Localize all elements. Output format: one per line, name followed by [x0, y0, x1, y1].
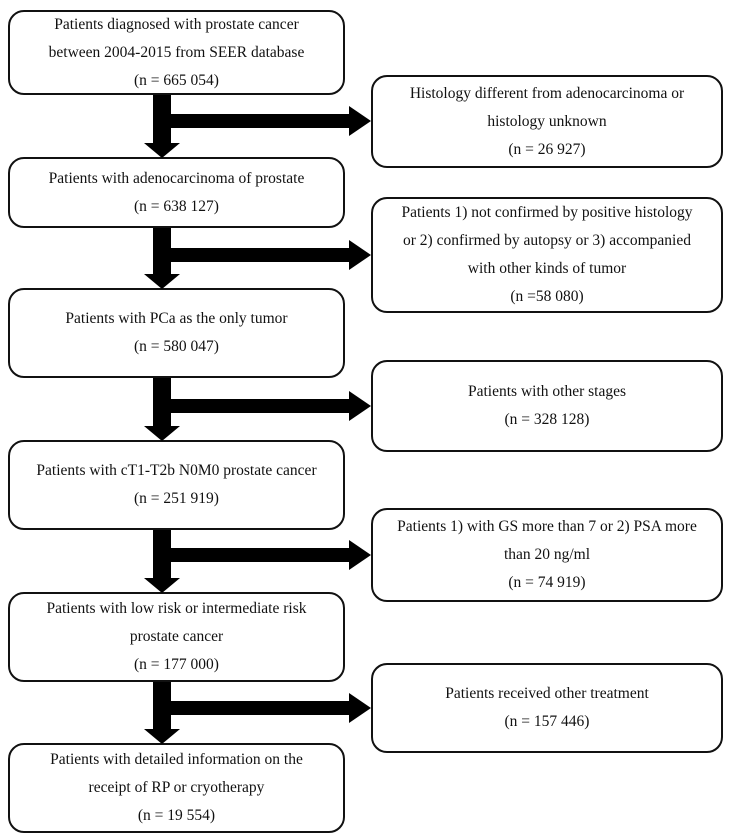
branch-arrow-shaft — [153, 248, 349, 262]
box-n-count: (n = 74 919) — [508, 574, 586, 591]
box-text-line: Patients diagnosed with prostate cancer — [54, 15, 299, 33]
box-text-line: histology unknown — [487, 112, 607, 130]
right-arrow-icon — [349, 240, 371, 270]
down-arrow-icon — [144, 426, 180, 441]
down-arrow-icon — [144, 729, 180, 744]
box-text-line: Patients with detailed information on th… — [50, 751, 303, 768]
box-text-line: prostate cancer — [129, 628, 224, 645]
box-text-line: Patients received other treatment — [445, 685, 649, 702]
right-arrow-icon — [349, 106, 371, 136]
box-n-count: (n = 638 127) — [134, 197, 219, 215]
box-n-count: (n = 19 554) — [137, 807, 216, 824]
flow-box-only-tumor: Patients with PCa as the only tumor (n =… — [8, 288, 345, 378]
flow-box-low-intermediate-risk: Patients with low risk or intermediate r… — [8, 592, 345, 682]
box-text-line: Patients 1) with GS more than 7 or 2) PS… — [397, 518, 697, 535]
right-arrow-icon — [349, 391, 371, 421]
branch-arrow-shaft — [153, 399, 349, 413]
box-n-count: (n =58 080) — [510, 288, 584, 305]
exclusion-box-not-confirmed: Patients 1) not confirmed by positive hi… — [371, 197, 723, 313]
exclusion-box-histology: Histology different from adenocarcinoma … — [371, 75, 723, 168]
exclusion-box-other-treatment: Patients received other treatment (n = 1… — [371, 663, 723, 753]
down-arrow-icon — [144, 578, 180, 593]
branch-arrow-shaft — [153, 114, 349, 128]
right-arrow-icon — [349, 540, 371, 570]
flow-box-adenocarcinoma: Patients with adenocarcinoma of prostate… — [8, 157, 345, 228]
flow-box-ct1-t2b-n0m0: Patients with cT1-T2b N0M0 prostate canc… — [8, 440, 345, 530]
branch-arrow-shaft — [153, 701, 349, 715]
box-n-count: (n = 26 927) — [508, 140, 586, 158]
exclusion-box-other-stages: Patients with other stages (n = 328 128) — [371, 360, 723, 452]
flow-box-rp-cryotherapy: Patients with detailed information on th… — [8, 743, 345, 833]
box-text-line: with other kinds of tumor — [467, 260, 627, 277]
box-text-line: Histology different from adenocarcinoma … — [409, 84, 685, 102]
exclusion-box-gs-psa: Patients 1) with GS more than 7 or 2) PS… — [371, 508, 723, 602]
box-text-line: Patients with other stages — [468, 383, 626, 400]
box-text-line: Patients 1) not confirmed by positive hi… — [401, 204, 693, 221]
box-text-line: Patients with PCa as the only tumor — [65, 310, 288, 327]
flow-box-diagnosed: Patients diagnosed with prostate cancer … — [8, 10, 345, 95]
box-text-line: between 2004-2015 from SEER database — [48, 43, 305, 61]
box-n-count: (n = 665 054) — [134, 71, 219, 89]
branch-arrow-shaft — [153, 548, 349, 562]
box-text-line: than 20 ng/ml — [503, 546, 591, 563]
box-n-count: (n = 328 128) — [504, 411, 590, 428]
box-text-line: receipt of RP or cryotherapy — [88, 779, 265, 796]
box-n-count: (n = 157 446) — [504, 713, 590, 730]
box-text-line: Patients with low risk or intermediate r… — [46, 600, 307, 617]
down-arrow-icon — [144, 274, 180, 289]
right-arrow-icon — [349, 693, 371, 723]
box-n-count: (n = 580 047) — [134, 338, 219, 355]
box-text-line: Patients with adenocarcinoma of prostate — [48, 169, 305, 187]
box-n-count: (n = 177 000) — [134, 656, 219, 673]
box-n-count: (n = 251 919) — [134, 490, 219, 507]
down-arrow-icon — [144, 143, 180, 158]
box-text-line: or 2) confirmed by autopsy or 3) accompa… — [403, 232, 691, 249]
box-text-line: Patients with cT1-T2b N0M0 prostate canc… — [36, 462, 317, 479]
